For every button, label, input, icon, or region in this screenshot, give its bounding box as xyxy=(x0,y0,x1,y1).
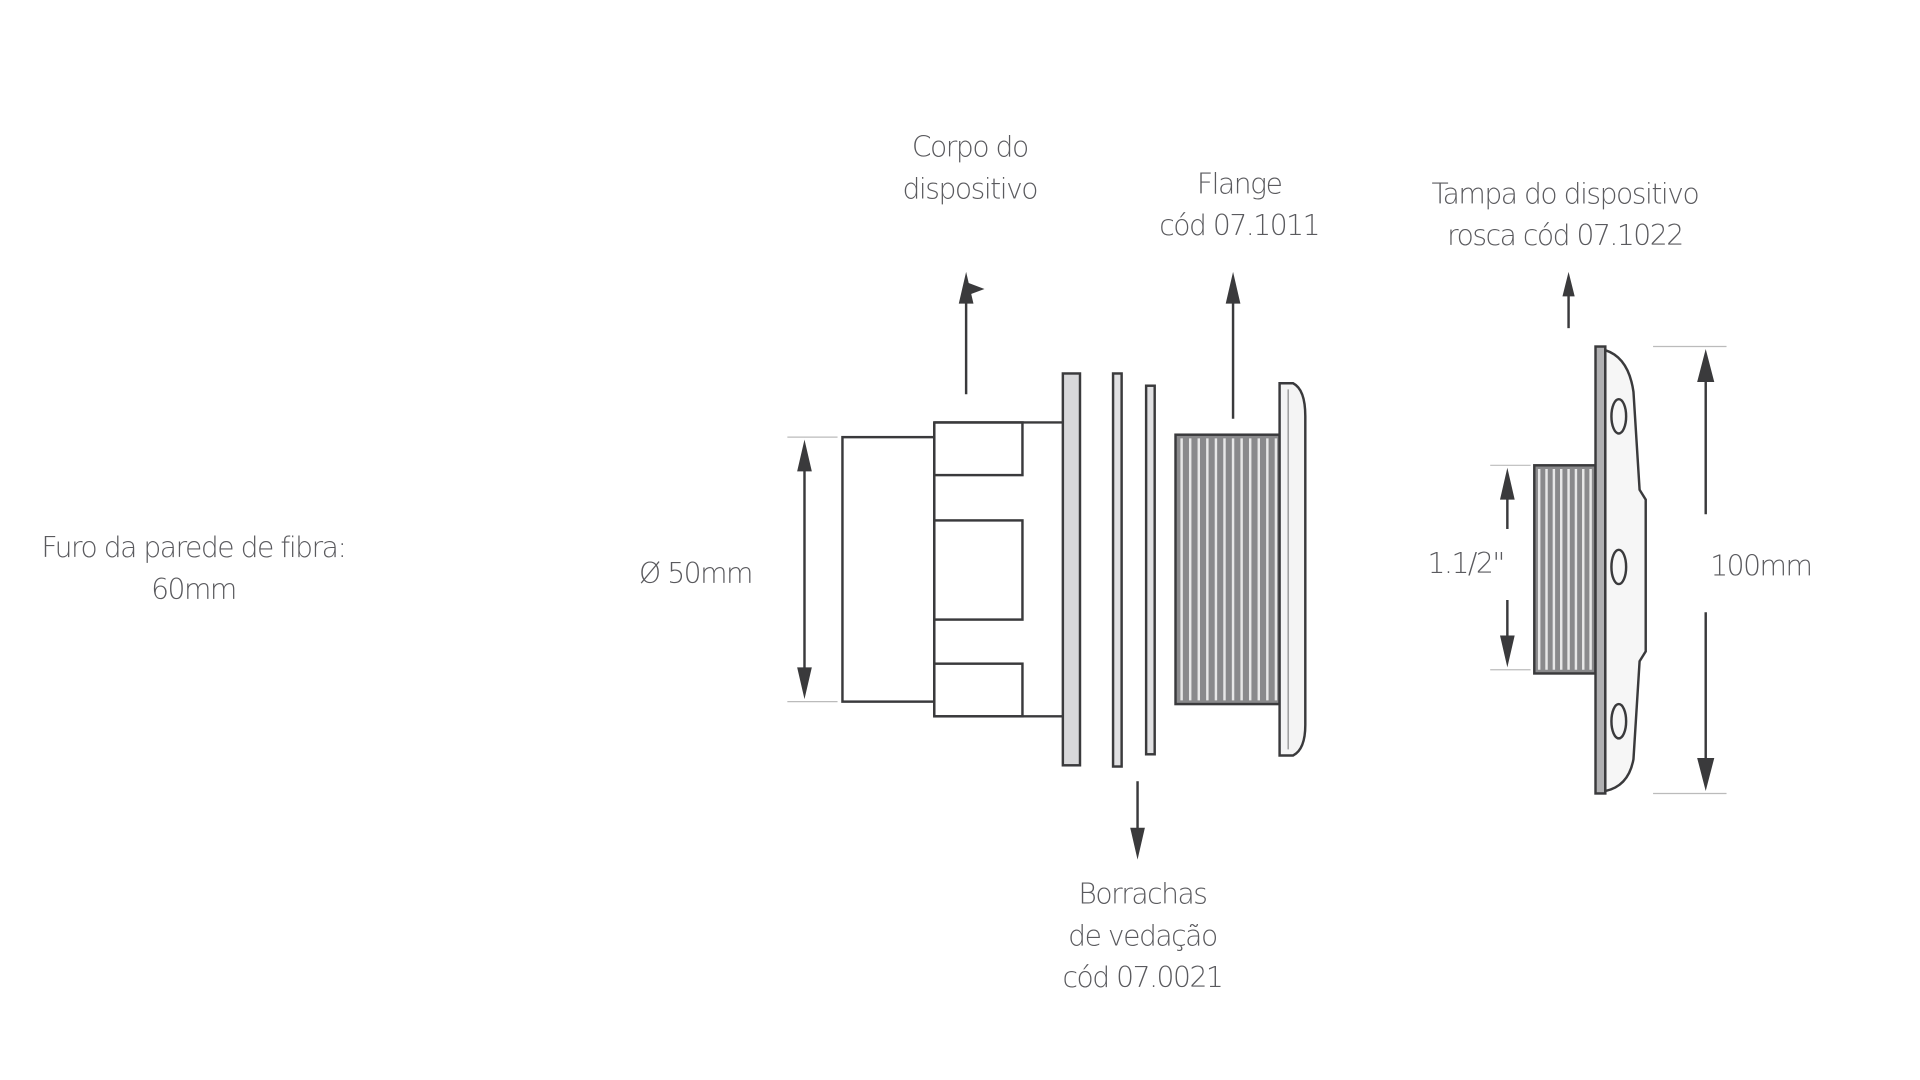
device-cover xyxy=(1533,345,1647,795)
flange-label-2: cód 07.1011 xyxy=(1159,209,1319,242)
flange xyxy=(1174,382,1307,757)
gaskets-label-2: de vedação xyxy=(1068,919,1217,952)
body-label-1: Corpo do xyxy=(912,131,1028,164)
device-body xyxy=(841,372,1082,767)
thread-size-label: 1.1/2" xyxy=(1428,547,1504,580)
body-label-2: dispositivo xyxy=(903,172,1038,205)
wall-hole-size: 60mm xyxy=(151,573,236,606)
height-label: 100mm xyxy=(1710,550,1811,583)
cover-label-1: Tampa do dispositivo xyxy=(1432,177,1699,210)
flange-label-1: Flange xyxy=(1197,167,1282,200)
sealing-gaskets xyxy=(1111,372,1156,768)
diameter-label: Ø 50mm xyxy=(639,557,752,590)
dimension-lines xyxy=(787,345,1727,795)
pointer-arrows xyxy=(958,271,1575,860)
gaskets-label-3: cód 07.0021 xyxy=(1063,961,1223,994)
wall-hole-label: Furo da parede de fibra: xyxy=(41,531,345,564)
gaskets-label-1: Borrachas xyxy=(1078,878,1206,911)
cover-label-2: rosca cód 07.1022 xyxy=(1447,219,1683,252)
